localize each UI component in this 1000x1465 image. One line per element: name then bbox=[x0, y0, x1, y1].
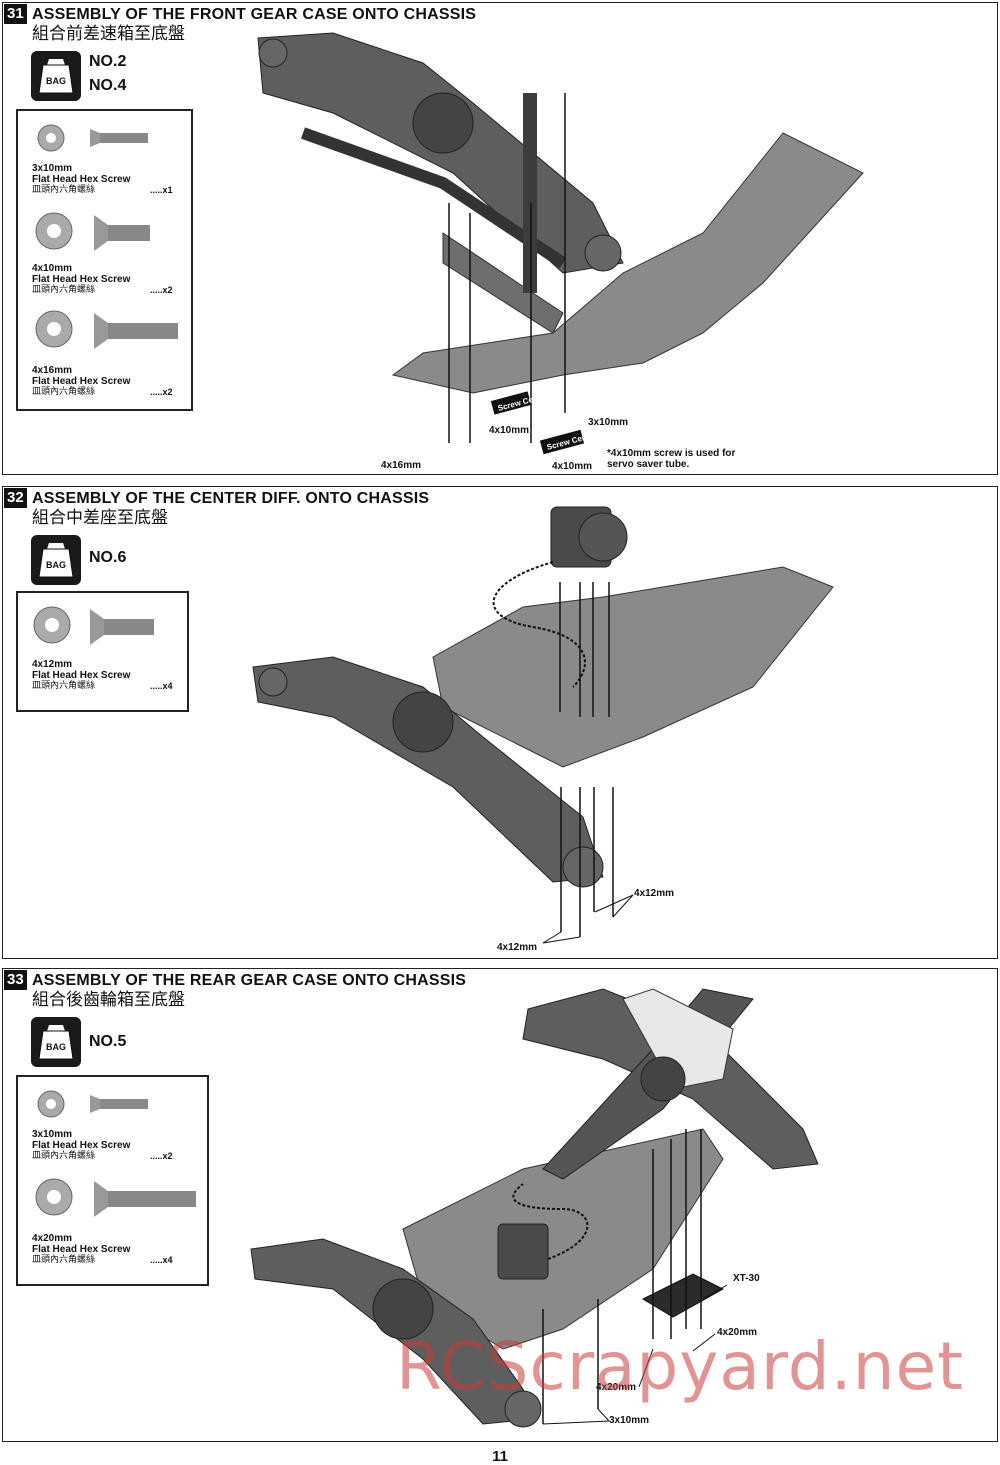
part-qty: .....x2 bbox=[150, 387, 173, 397]
washer-icon bbox=[33, 606, 71, 644]
step-subtitle-zh: 組合中差座至底盤 bbox=[32, 508, 168, 528]
step-number: 33 bbox=[4, 970, 27, 990]
part-item: 4x16mm Flat Head Hex Screw 皿頭內六角螺絲 .....… bbox=[32, 309, 192, 401]
part-qty: .....x4 bbox=[150, 1255, 173, 1265]
part-item: 3x10mm Flat Head Hex Screw 皿頭內六角螺絲 .....… bbox=[32, 123, 192, 203]
part-qty: .....x2 bbox=[150, 285, 173, 295]
step-title: ASSEMBLY OF THE REAR GEAR CASE ONTO CHAS… bbox=[32, 972, 467, 989]
part-item: 4x20mm Flat Head Hex Screw 皿頭內六角螺絲 .....… bbox=[32, 1177, 208, 1273]
callout-screw-size: 4x20mm bbox=[717, 1327, 758, 1338]
part-name-zh: 皿頭內六角螺絲 bbox=[32, 1151, 96, 1161]
parts-list: 3x10mm Flat Head Hex Screw 皿頭內六角螺絲 .....… bbox=[16, 109, 193, 411]
watermark: RCScrapyard.net bbox=[396, 1328, 964, 1405]
part-item: 3x10mm Flat Head Hex Screw 皿頭內六角螺絲 .....… bbox=[32, 1089, 208, 1169]
callout-screw-size: 4x20mm bbox=[596, 1382, 637, 1393]
step-number: 32 bbox=[4, 488, 27, 508]
part-name-zh: 皿頭內六角螺絲 bbox=[32, 185, 96, 195]
part-item: 4x12mm Flat Head Hex Screw 皿頭內六角螺絲 .....… bbox=[32, 605, 188, 701]
step-32: 32 ASSEMBLY OF THE CENTER DIFF. ONTO CHA… bbox=[2, 486, 998, 959]
part-name: Flat Head Hex Screw bbox=[32, 174, 131, 185]
bag-label: BAG bbox=[46, 1042, 66, 1052]
parts-list: 3x10mm Flat Head Hex Screw 皿頭內六角螺絲 .....… bbox=[16, 1075, 209, 1286]
bag-number: NO.6 bbox=[89, 549, 127, 566]
part-qty: .....x2 bbox=[150, 1151, 173, 1161]
step-subtitle-zh: 組合後齒輪箱至底盤 bbox=[32, 990, 185, 1010]
part-qty: .....x1 bbox=[150, 185, 173, 195]
center-diff-illustration bbox=[252, 506, 834, 944]
screw-icon bbox=[90, 1095, 148, 1113]
callout-screw-size: 3x10mm bbox=[588, 417, 629, 428]
bag-number: NO.5 bbox=[89, 1033, 127, 1050]
screw-icon bbox=[94, 313, 178, 349]
part-size: 3x10mm bbox=[32, 163, 73, 174]
front-assembly-illustration bbox=[257, 32, 864, 455]
step-title: ASSEMBLY OF THE FRONT GEAR CASE ONTO CHA… bbox=[32, 6, 477, 23]
part-name: Flat Head Hex Screw bbox=[32, 376, 131, 387]
part-name-zh: 皿頭內六角螺絲 bbox=[32, 285, 96, 295]
part-size: 3x10mm bbox=[32, 1129, 73, 1140]
step-number: 31 bbox=[4, 4, 27, 24]
part-size: 4x12mm bbox=[32, 659, 73, 670]
part-name: Flat Head Hex Screw bbox=[32, 1140, 131, 1151]
parts-bag-icon: BAG bbox=[31, 1017, 81, 1067]
part-name-zh: 皿頭內六角螺絲 bbox=[32, 681, 96, 691]
part-size: 4x20mm bbox=[32, 1233, 73, 1244]
part-name: Flat Head Hex Screw bbox=[32, 1244, 131, 1255]
part-name-zh: 皿頭內六角螺絲 bbox=[32, 1255, 96, 1265]
rear-assembly-illustration bbox=[250, 988, 819, 1428]
step-subtitle-zh: 組合前差速箱至底盤 bbox=[32, 24, 185, 44]
washer-icon bbox=[35, 310, 73, 348]
bag-label: BAG bbox=[46, 76, 66, 86]
assembly-note: *4x10mm screw is used for servo saver tu… bbox=[607, 448, 736, 470]
parts-list: 4x12mm Flat Head Hex Screw 皿頭內六角螺絲 .....… bbox=[16, 591, 189, 712]
part-size: 4x10mm bbox=[32, 263, 73, 274]
part-name: Flat Head Hex Screw bbox=[32, 274, 131, 285]
screw-icon bbox=[90, 609, 154, 645]
screw-icon bbox=[94, 215, 150, 251]
screw-icon bbox=[94, 1181, 196, 1217]
step-31: 31 ASSEMBLY OF THE FRONT GEAR CASE ONTO … bbox=[2, 2, 998, 475]
part-item: 4x10mm Flat Head Hex Screw 皿頭內六角螺絲 .....… bbox=[32, 211, 192, 301]
part-name: Flat Head Hex Screw bbox=[32, 670, 131, 681]
washer-icon bbox=[37, 1090, 65, 1118]
page-number: 11 bbox=[492, 1448, 508, 1465]
part-size: 4x16mm bbox=[32, 365, 73, 376]
parts-bag-icon: BAG bbox=[31, 535, 81, 585]
callout-screw-size: 4x10mm bbox=[552, 461, 593, 472]
callout-screw-size: 3x10mm bbox=[609, 1415, 650, 1426]
part-qty: .....x4 bbox=[150, 681, 173, 691]
callout-screw-size: 4x10mm bbox=[489, 425, 530, 436]
callout-screw-size: 4x12mm bbox=[634, 888, 675, 899]
bag-number: NO.4 bbox=[89, 77, 127, 94]
callout-screw-size: 4x12mm bbox=[497, 942, 538, 953]
bag-label: BAG bbox=[46, 560, 66, 570]
washer-icon bbox=[37, 124, 65, 152]
bag-number: NO.2 bbox=[89, 53, 127, 70]
part-name-zh: 皿頭內六角螺絲 bbox=[32, 387, 96, 397]
parts-bag-icon: BAG bbox=[31, 51, 81, 101]
washer-icon bbox=[35, 1178, 73, 1216]
step-33: 33 ASSEMBLY OF THE REAR GEAR CASE ONTO C… bbox=[2, 968, 998, 1442]
connector-label: XT-30 bbox=[733, 1273, 760, 1284]
washer-icon bbox=[35, 212, 73, 250]
callout-screw-size: 4x16mm bbox=[381, 460, 422, 471]
screw-icon bbox=[90, 129, 148, 147]
step-title: ASSEMBLY OF THE CENTER DIFF. ONTO CHASSI… bbox=[32, 490, 430, 507]
